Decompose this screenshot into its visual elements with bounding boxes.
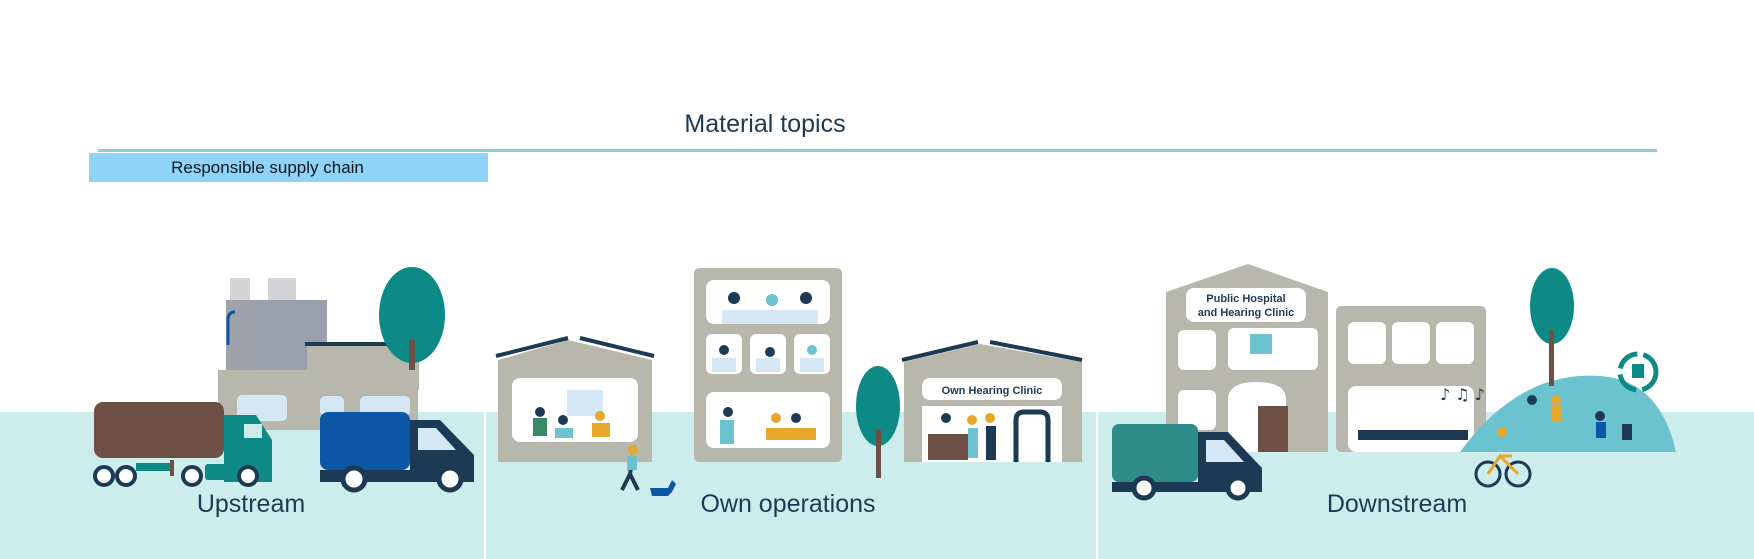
topic-bar-responsible-supply-chain: Responsible supply chain — [89, 153, 488, 182]
tree-icon — [856, 366, 900, 478]
person-walking-dog — [620, 445, 640, 491]
office-tower — [694, 268, 842, 462]
stage-label-own-operations: Own operations — [700, 490, 876, 518]
bicycle-icon — [1474, 427, 1532, 488]
truck-icon — [93, 402, 272, 487]
clinic-building: Own Hearing Clinic — [901, 340, 1083, 462]
recycle-icon — [1617, 351, 1659, 393]
clinic-sign: Own Hearing Clinic — [942, 385, 1043, 397]
title-rule — [98, 149, 1657, 152]
hospital-sign-line2: and Hearing Clinic — [1198, 307, 1295, 319]
stage-divider-2 — [1096, 412, 1098, 559]
hospital-sign-line1: Public Hospital — [1206, 293, 1285, 305]
community-building — [1336, 306, 1486, 452]
diagram-title: Material topics — [684, 110, 846, 138]
svg-text:♪ ♫ ♪: ♪ ♫ ♪ — [1440, 385, 1485, 404]
tree-icon — [379, 267, 445, 370]
truck-icon — [320, 412, 474, 493]
dog-icon — [650, 480, 676, 496]
people-in-park — [1527, 395, 1632, 440]
office-building-small — [495, 336, 655, 462]
hospital-building: Public Hospital and Hearing Clinic — [1166, 264, 1328, 452]
stage-label-downstream: Downstream — [1326, 490, 1468, 518]
tree-icon — [1530, 268, 1574, 386]
music-notes-icon: ♪ ♫ ♪ — [1440, 385, 1485, 404]
truck-icon — [1112, 424, 1262, 501]
stage-label-upstream: Upstream — [196, 490, 306, 518]
stage-divider-1 — [484, 412, 486, 559]
